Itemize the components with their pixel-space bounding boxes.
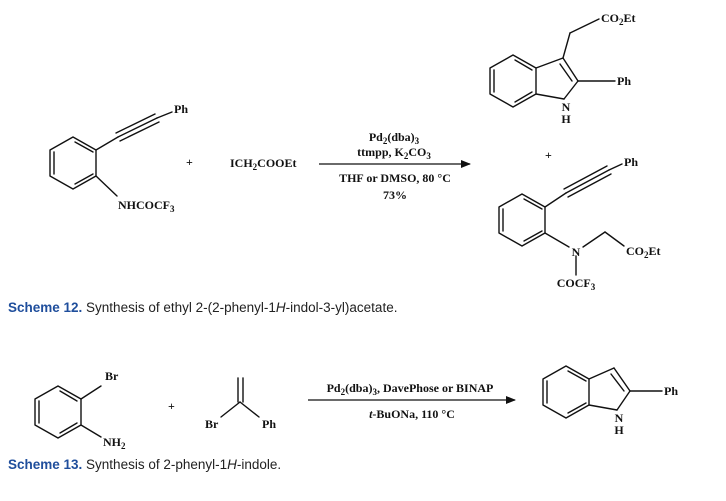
phenyl-label: Ph	[262, 417, 276, 431]
solvent-temperature-label: THF or DMSO, 80 °C	[339, 171, 451, 185]
phenyl-label: Ph	[617, 74, 631, 88]
phenyl-label: Ph	[664, 384, 678, 398]
indole-nitrogen-label: N	[562, 100, 571, 114]
base-temperature-label: t-BuONa, 110 °C	[369, 407, 455, 421]
yield-label: 73%	[383, 188, 407, 202]
catalyst-label: Pd2(dba)3	[369, 130, 420, 146]
ligand-base-label: ttmpp, K2CO3	[357, 145, 431, 161]
indole-nitrogen-label: N	[615, 411, 624, 425]
plus-sign: +	[168, 399, 175, 413]
amide-nitrogen-label: N	[572, 245, 581, 259]
nhcocf3-label: NHCOCF3	[118, 198, 175, 214]
scheme-12-caption: Scheme 12. Synthesis of ethyl 2-(2-pheny…	[8, 300, 398, 315]
bromo-label: Br	[105, 369, 119, 383]
vinyl-bromo-label: Br	[205, 417, 219, 431]
catalyst-ligand-label: Pd2(dba)3, DavePhose or BINAP	[327, 381, 494, 397]
co2et-label: CO2Et	[601, 11, 636, 27]
scheme-13-caption: Scheme 13. Synthesis of 2-phenyl-1H-indo…	[8, 457, 282, 472]
plus-sign: +	[545, 148, 552, 162]
alkylated-alkyne-product-structure	[498, 163, 625, 276]
plus-sign: +	[186, 155, 193, 169]
bromoaniline-structure	[34, 385, 102, 439]
phenyl-label: Ph	[174, 102, 188, 116]
amino-label: NH2	[103, 435, 126, 451]
indole-hydrogen-label: H	[561, 112, 571, 126]
alkynyl-anilide-structure	[49, 111, 173, 197]
cocf3-label: COCF3	[557, 276, 596, 292]
bromostyrene-structure	[220, 377, 260, 418]
indole-hydrogen-label: H	[614, 423, 624, 437]
indole-acetate-product-structure	[489, 18, 616, 108]
phenylindole-product-structure	[542, 365, 663, 419]
co2et-label: CO2Et	[626, 244, 661, 260]
ethyl-iodoacetate-label: ICH2COOEt	[230, 156, 297, 172]
phenyl-label: Ph	[624, 155, 638, 169]
